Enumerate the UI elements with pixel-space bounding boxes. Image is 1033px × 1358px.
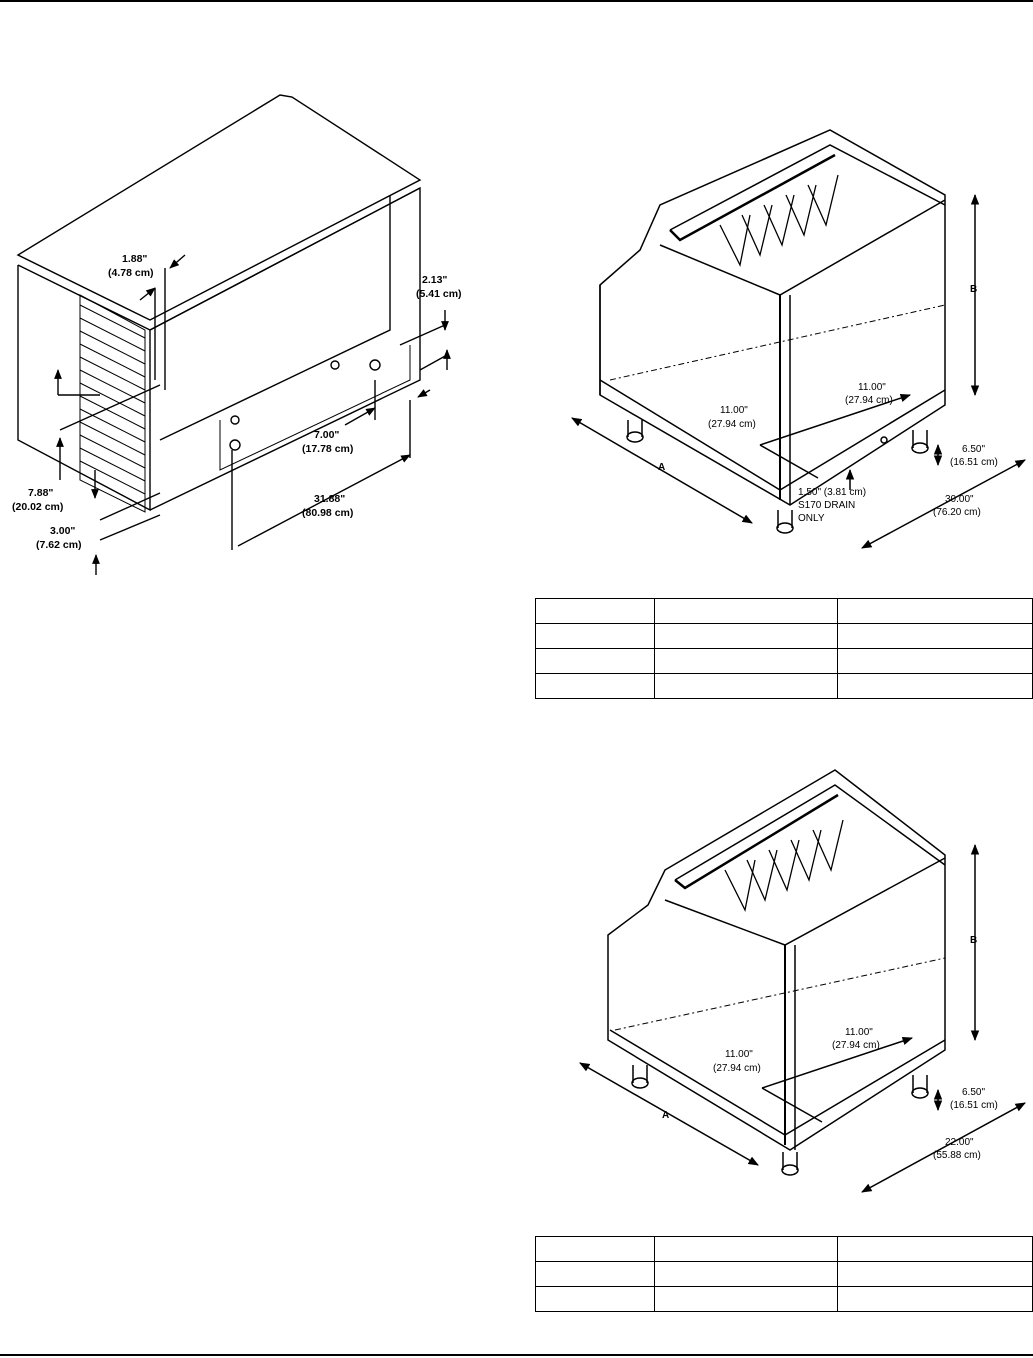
drain-line-3: ONLY — [798, 513, 825, 524]
dim-b-top: B — [970, 284, 977, 295]
dim-2-13-in: 2.13" — [422, 274, 447, 286]
dim-7-88-in: 7.88" — [28, 487, 53, 499]
bottom-rule — [0, 1354, 1033, 1356]
condenser-top-face — [16, 94, 422, 321]
dim-2-13-cm: (5.41 cm) — [416, 288, 462, 300]
h-cm-top: (16.51 cm) — [950, 457, 998, 468]
drain-line-2: S170 DRAIN — [798, 500, 855, 511]
top-rule — [0, 0, 1033, 2]
dim-31-88-in: 31.88" — [314, 493, 345, 505]
w1-cm-top: (27.94 cm) — [845, 395, 893, 406]
dim-b-bottom: B — [970, 935, 977, 946]
w2-cm-top: (27.94 cm) — [708, 419, 756, 430]
table-row — [535, 1261, 1033, 1287]
depth-in-top: 30.00" — [945, 494, 974, 505]
w2-in-bottom: 11.00" — [725, 1049, 753, 1060]
dim-3-00-cm: (7.62 cm) — [36, 539, 82, 551]
w1-cm-bottom: (27.94 cm) — [832, 1040, 880, 1051]
spec-table-bottom — [535, 1236, 1033, 1312]
dim-7-00-in: 7.00" — [314, 429, 339, 441]
h-in-bottom: 6.50" — [962, 1087, 985, 1098]
bin-chute-vanes-bottom — [724, 819, 844, 912]
bin-dashed-diagonal — [609, 304, 946, 381]
w1-in-bottom: 11.00" — [845, 1027, 873, 1038]
table-row — [535, 673, 1033, 699]
dim-31-88-cm: (80.98 cm) — [302, 507, 353, 519]
depth-cm-top: (76.20 cm) — [933, 507, 981, 518]
dim-7-00-cm: (17.78 cm) — [302, 443, 353, 455]
depth-in-bottom: 22.00" — [945, 1137, 974, 1148]
fitting-circle — [229, 439, 241, 451]
dim-1-88-cm: (4.78 cm) — [108, 267, 154, 279]
dim-a-top: A — [658, 462, 665, 473]
dim-3-00-in: 3.00" — [50, 525, 75, 537]
condenser-side-face — [149, 186, 421, 511]
w2-in-top: 11.00" — [720, 405, 748, 416]
h-cm-bottom: (16.51 cm) — [950, 1100, 998, 1111]
condenser-louvers — [79, 294, 146, 513]
table-row — [535, 1236, 1033, 1262]
bin-bottom-outline — [607, 769, 946, 1151]
condenser-front-face — [17, 265, 151, 512]
spec-table-top — [535, 598, 1033, 699]
dim-a-bottom: A — [662, 1110, 669, 1121]
table-row — [535, 648, 1033, 674]
w2-cm-bottom: (27.94 cm) — [713, 1063, 761, 1074]
depth-cm-bottom: (55.88 cm) — [933, 1150, 981, 1161]
drain-line-1: 1.50" (3.81 cm) — [798, 487, 866, 498]
table-row — [535, 1286, 1033, 1312]
w1-in-top: 11.00" — [858, 382, 886, 393]
bin-chute-vanes — [719, 174, 839, 267]
dim-7-88-cm: (20.02 cm) — [12, 501, 63, 513]
dim-1-88-in: 1.88" — [122, 253, 147, 265]
h-in-top: 6.50" — [962, 444, 985, 455]
